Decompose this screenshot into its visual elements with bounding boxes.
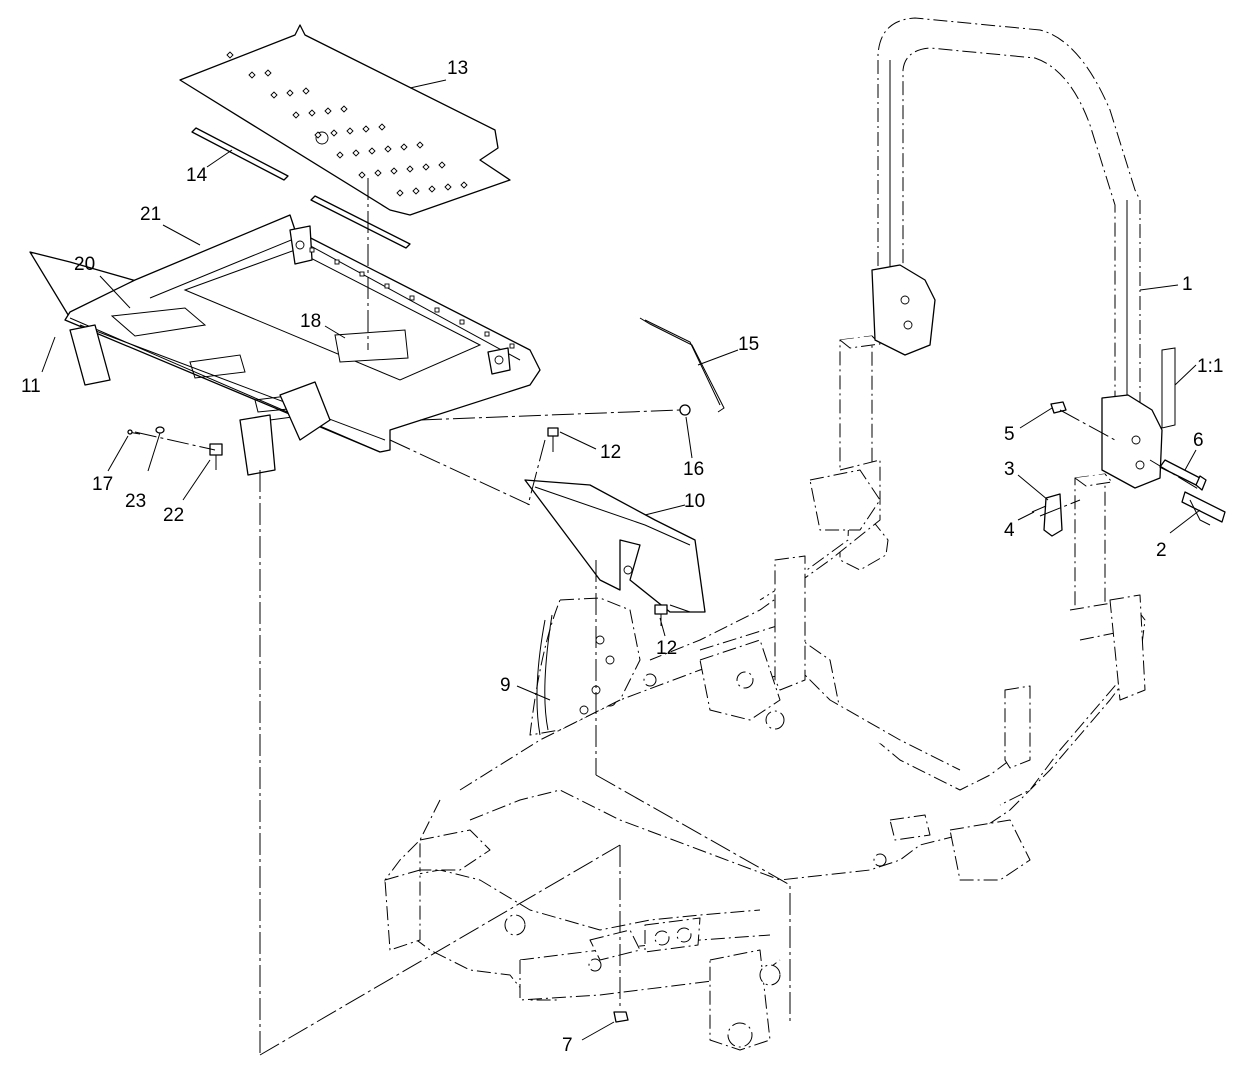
plate-hole — [286, 89, 294, 97]
plate-hole — [390, 167, 398, 175]
callout-18: 18 — [300, 311, 321, 332]
plate-hole — [406, 165, 414, 173]
callout-22: 22 — [163, 505, 184, 526]
callout-16: 16 — [683, 459, 704, 480]
shield — [524, 479, 706, 613]
plate-hole — [336, 151, 344, 159]
hardware — [127, 401, 1226, 1023]
pan-hole — [359, 271, 365, 277]
roll-bar — [871, 17, 1176, 489]
plate-hole — [358, 171, 366, 179]
pan-hole — [509, 343, 515, 349]
pedal-bracket — [529, 597, 641, 736]
rod — [639, 317, 725, 413]
plate-hole — [248, 71, 256, 79]
plate-hole — [362, 125, 370, 133]
plate-hole — [460, 181, 468, 189]
footrest-pan — [29, 214, 541, 476]
callout-3: 3 — [1004, 459, 1015, 480]
callout-6: 6 — [1193, 430, 1204, 451]
plate-hole — [422, 163, 430, 171]
plate-hole — [400, 143, 408, 151]
pan-hole — [459, 319, 465, 325]
plate-hole — [302, 87, 310, 95]
callout-5: 5 — [1004, 424, 1015, 445]
callout-12-upper: 12 — [600, 442, 621, 463]
plate-hole — [324, 107, 332, 115]
pan-hole — [434, 307, 440, 313]
chassis-frame — [384, 335, 1146, 1051]
grommet — [679, 404, 691, 416]
plate-hole — [378, 123, 386, 131]
seat-plate-holes — [226, 51, 468, 197]
plate-hole — [384, 145, 392, 153]
plate-hole — [438, 161, 446, 169]
strips — [191, 127, 411, 249]
plate-hole — [352, 149, 360, 157]
callout-23: 23 — [125, 491, 146, 512]
plate-hole — [292, 111, 300, 119]
plate-hole — [340, 105, 348, 113]
callout-1-1: 1:1 — [1197, 356, 1223, 377]
callout-12-lower: 12 — [656, 638, 677, 659]
pan-hole — [484, 331, 490, 337]
plate-hole — [330, 129, 338, 137]
plate-hole — [346, 127, 354, 135]
callout-17: 17 — [92, 474, 113, 495]
plate-hole — [264, 69, 272, 77]
callout-10: 10 — [684, 491, 705, 512]
callout-20: 20 — [74, 254, 95, 275]
callout-21: 21 — [140, 204, 161, 225]
pan-hole — [409, 295, 415, 301]
callout-labels: 1 1:1 2 3 4 5 6 7 9 10 11 12 12 13 14 15… — [21, 58, 1223, 1056]
callout-4: 4 — [1004, 520, 1015, 541]
callout-2: 2 — [1156, 540, 1167, 561]
plate-hole — [412, 187, 420, 195]
plate-hole — [270, 91, 278, 99]
plate-hole — [428, 185, 436, 193]
callout-14: 14 — [186, 165, 208, 186]
callout-15: 15 — [738, 334, 759, 355]
pan-hole — [384, 283, 390, 289]
plate-hole — [416, 141, 424, 149]
callout-11: 11 — [21, 376, 41, 397]
plate-hole — [396, 189, 404, 197]
plate-hole — [308, 109, 316, 117]
pan-hole — [334, 259, 340, 265]
plate-hole — [314, 131, 322, 139]
leader-lines — [41, 79, 1201, 1041]
plate-hole — [444, 183, 452, 191]
callout-7: 7 — [562, 1035, 573, 1056]
callout-13: 13 — [447, 58, 468, 79]
assembly-phantom-lines — [134, 178, 1201, 1056]
pan-hole — [309, 247, 315, 253]
callout-9: 9 — [500, 675, 511, 696]
callout-1: 1 — [1182, 274, 1193, 295]
plate-hole — [226, 51, 234, 59]
plate-hole — [368, 147, 376, 155]
plate-hole — [374, 169, 382, 177]
